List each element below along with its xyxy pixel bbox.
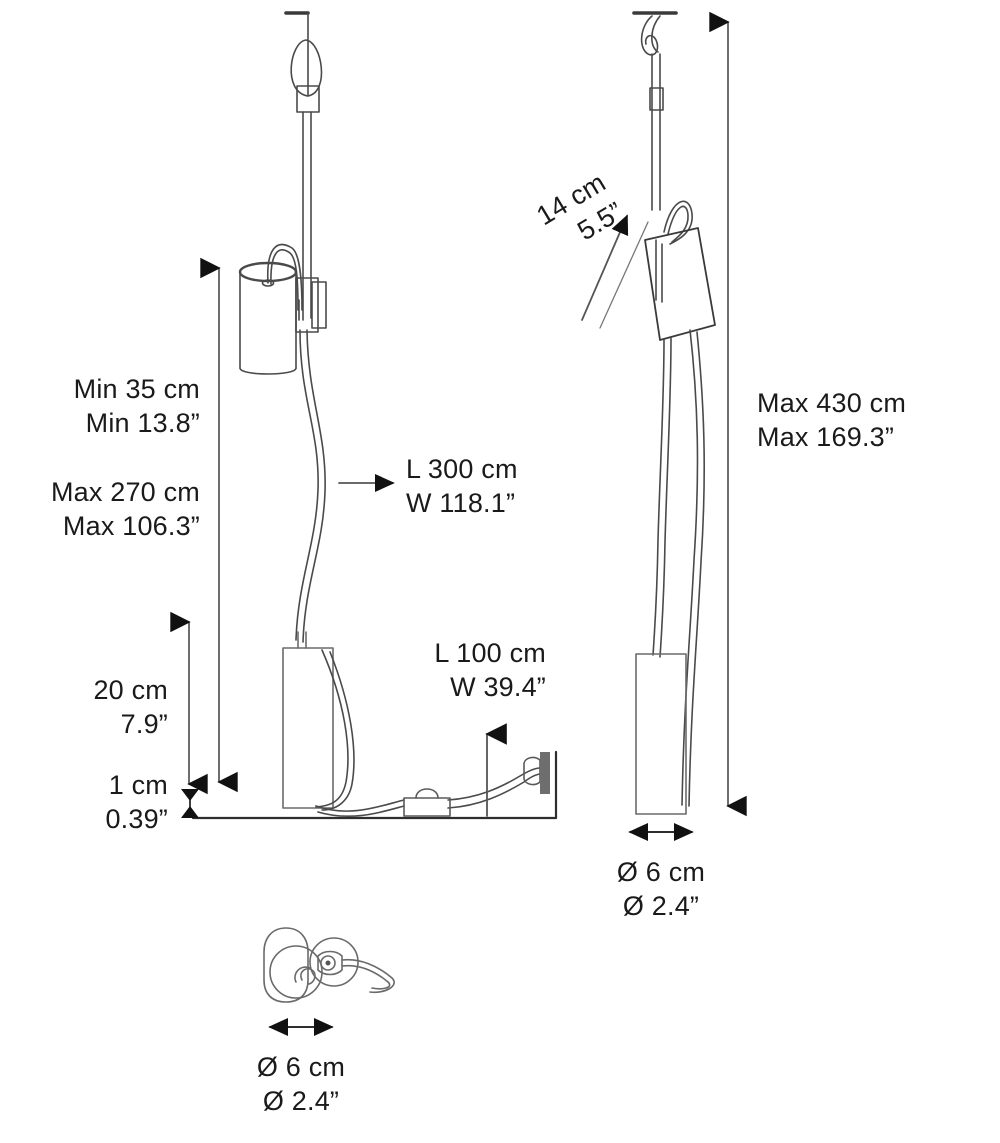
label-floor-cable-length-metric: L 100 cm [434, 638, 546, 668]
label-diameter-top-imperial: Ø 2.4” [262, 1086, 340, 1116]
label-suspension-min: Min 35 cm Min 13.8” [12, 372, 200, 440]
label-suspension-min-imperial: Min 13.8” [85, 408, 200, 438]
label-base-foot-metric: 1 cm [108, 770, 168, 800]
top-view-geometry [263, 927, 395, 1003]
label-floor-cable-length-imperial: W 39.4” [450, 672, 546, 702]
label-diameter-top-metric: Ø 6 cm [256, 1052, 346, 1082]
label-diameter-side: Ø 6 cm Ø 2.4” [581, 855, 741, 923]
label-cable-length-metric: L 300 cm [406, 454, 518, 484]
label-total-max-imperial: Max 169.3” [757, 422, 895, 452]
label-base-foot: 1 cm 0.39” [8, 768, 168, 836]
label-diameter-side-imperial: Ø 2.4” [622, 891, 700, 921]
label-suspension-max: Max 270 cm Max 106.3” [0, 475, 200, 543]
label-suspension-max-imperial: Max 106.3” [62, 511, 200, 541]
head-length-dimension [581, 214, 649, 329]
label-base-height-imperial: 7.9” [120, 709, 168, 739]
label-total-max: Max 430 cm Max 169.3” [757, 386, 906, 454]
label-suspension-min-metric: Min 35 cm [73, 374, 200, 404]
label-total-max-metric: Max 430 cm [757, 388, 907, 418]
label-suspension-max-metric: Max 270 cm [50, 477, 200, 507]
label-floor-cable-length: L 100 cm W 39.4” [386, 636, 546, 704]
label-base-height-metric: 20 cm [93, 675, 168, 705]
label-base-height: 20 cm 7.9” [20, 673, 168, 741]
leader-arrows [338, 474, 507, 817]
front-view-geometry [191, 11, 558, 820]
foot-dimension-double-arrow [181, 789, 199, 818]
front-view-dimension-lines [170, 257, 238, 795]
label-diameter-side-metric: Ø 6 cm [616, 857, 706, 887]
label-cable-length-imperial: W 118.1” [406, 488, 516, 518]
label-base-foot-imperial: 0.39” [105, 804, 168, 834]
label-cable-length: L 300 cm W 118.1” [406, 452, 518, 520]
label-diameter-top: Ø 6 cm Ø 2.4” [221, 1050, 381, 1118]
side-view-geometry [632, 11, 716, 815]
